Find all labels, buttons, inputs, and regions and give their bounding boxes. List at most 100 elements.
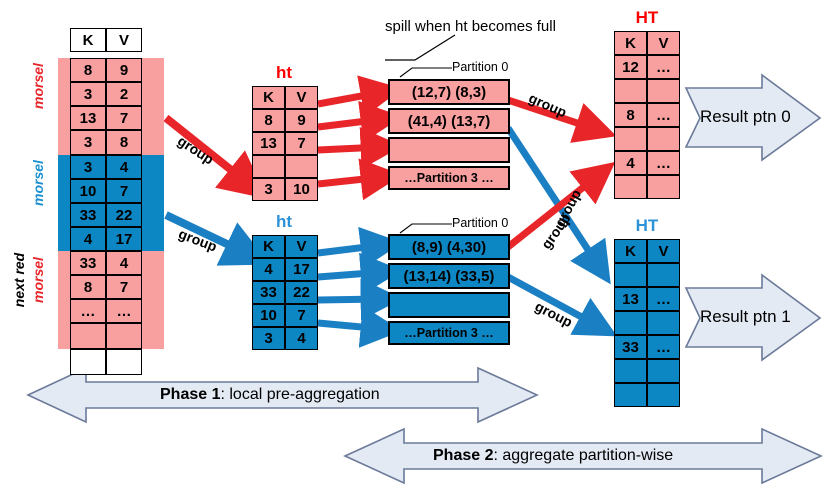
input-row-8-k: 33 bbox=[70, 251, 106, 275]
phase-2-label: Phase 2: aggregate partition-wise bbox=[433, 447, 673, 465]
HT-red-row-3-v bbox=[647, 127, 680, 151]
input-row-9-v: 7 bbox=[106, 275, 142, 299]
HT-blue-row-2-k bbox=[614, 311, 647, 335]
blue-partition-bar-1: (13,14) (33,5) bbox=[388, 263, 510, 289]
HT-red-row-0-k: 12 bbox=[614, 55, 647, 79]
group-label-3: group bbox=[526, 89, 570, 121]
ht-blue-row-3-v: 4 bbox=[285, 327, 318, 350]
HT-red-row-2-k: 8 bbox=[614, 103, 647, 127]
input-row-10-v: … bbox=[106, 299, 142, 323]
arrows-red-ht-to-partitions bbox=[317, 75, 403, 201]
input-row-4-v: 4 bbox=[106, 155, 142, 179]
HT-blue-row-3-k: 33 bbox=[614, 335, 647, 359]
ht-red-row-0-v: 9 bbox=[285, 109, 318, 132]
HT-blue-row-1-k: 13 bbox=[614, 287, 647, 311]
partition0-red-label: Partition 0 bbox=[452, 60, 509, 74]
spill-leader-line bbox=[385, 34, 456, 61]
HT-red-row-1-k bbox=[614, 79, 647, 103]
morsel-label-red-1: morsel bbox=[30, 63, 46, 109]
phase-1-label: Phase 1: local pre-aggregation bbox=[160, 386, 380, 404]
input-row-3-k: 3 bbox=[70, 130, 106, 155]
arrows-blue-ht-to-partitions bbox=[317, 226, 403, 348]
phase-2-rest: : aggregate partition-wise bbox=[493, 447, 674, 464]
blue-partition-bar-2 bbox=[388, 292, 510, 318]
input-row-11-v bbox=[106, 323, 142, 349]
ht-blue-header-v: V bbox=[285, 235, 318, 258]
ht-blue-row-2-k: 10 bbox=[252, 304, 285, 327]
blue-partition-bar-3: …Partition 3 … bbox=[388, 321, 510, 345]
input-row-tail-v bbox=[106, 349, 142, 375]
ht-blue-row-3-k: 3 bbox=[252, 327, 285, 350]
HT-blue-row-5-k bbox=[614, 383, 647, 407]
morsel-label-blue: morsel bbox=[30, 160, 46, 206]
input-row-7-v: 17 bbox=[106, 227, 142, 251]
ht-blue-row-0-v: 17 bbox=[285, 258, 318, 281]
HT-red-row-5-v bbox=[647, 175, 680, 199]
HT-red-row-1-v bbox=[647, 79, 680, 103]
red-partition-bar-2 bbox=[388, 137, 510, 163]
group-label-5: group bbox=[537, 210, 574, 252]
input-morsel-table: K V 8 9 3 2 13 7 3 8 3 4 10 7 33 22 4 17… bbox=[58, 28, 164, 383]
ht-red-row-0-k: 8 bbox=[252, 109, 285, 132]
ht-red-row-1-k: 13 bbox=[252, 132, 285, 155]
partition0-red-leader bbox=[399, 67, 452, 78]
input-row-4-k: 3 bbox=[70, 155, 106, 179]
HT-blue-row-2-v bbox=[647, 311, 680, 335]
morsel-label-red-2: morsel bbox=[30, 257, 46, 303]
HT-blue-row-4-v bbox=[647, 359, 680, 383]
input-row-10-k: … bbox=[70, 299, 106, 323]
phase-2-bold: Phase 2 bbox=[433, 447, 494, 464]
input-row-1-k: 3 bbox=[70, 82, 106, 106]
HT-blue-row-0-k bbox=[614, 263, 647, 287]
HT-red-row-4-k: 4 bbox=[614, 151, 647, 175]
ht-blue-row-0-k: 4 bbox=[252, 258, 285, 281]
input-row-6-k: 33 bbox=[70, 203, 106, 227]
HT-blue-title: HT bbox=[635, 216, 659, 235]
HT-blue-row-4-k bbox=[614, 359, 647, 383]
HT-blue-header-v: V bbox=[647, 239, 680, 263]
HT-blue-header-k: K bbox=[614, 239, 647, 263]
result-ptn-0-label: Result ptn 0 bbox=[700, 107, 791, 126]
next-red-label: next red bbox=[11, 252, 27, 308]
phase-1-rest: : local pre-aggregation bbox=[220, 386, 380, 403]
input-row-2-k: 13 bbox=[70, 106, 106, 130]
HT-red-row-0-v: … bbox=[647, 55, 680, 79]
input-row-5-k: 10 bbox=[70, 179, 106, 203]
input-row-11-k bbox=[70, 323, 106, 349]
group-label-1: group bbox=[174, 132, 217, 168]
ht-blue-row-1-k: 33 bbox=[252, 281, 285, 304]
red-partition-bar-0: (12,7) (8,3) bbox=[388, 79, 510, 105]
input-header-v: V bbox=[106, 28, 142, 52]
HT-red-header-v: V bbox=[647, 31, 680, 55]
ht-blue-header-k: K bbox=[252, 235, 285, 258]
spill-note: spill when ht becomes full bbox=[385, 18, 556, 35]
input-header-k: K bbox=[70, 28, 106, 52]
input-row-5-v: 7 bbox=[106, 179, 142, 203]
group-label-2: group bbox=[176, 225, 220, 255]
HT-red-title: HT bbox=[635, 8, 659, 27]
HT-blue-row-0-v bbox=[647, 263, 680, 287]
ht-red-title: ht bbox=[275, 63, 293, 82]
ht-red-row-3-k: 3 bbox=[252, 178, 285, 201]
input-row-0-k: 8 bbox=[70, 58, 106, 82]
result-ptn-1-label: Result ptn 1 bbox=[700, 307, 791, 326]
HT-blue-row-5-v bbox=[647, 383, 680, 407]
blue-partition-bar-0: (8,9) (4,30) bbox=[388, 234, 510, 260]
HT-blue-row-1-v: … bbox=[647, 287, 680, 311]
ht-red-header-k: K bbox=[252, 86, 285, 109]
HT-red-row-3-k bbox=[614, 127, 647, 151]
red-partition-bar-1: (41,4) (13,7) bbox=[388, 108, 510, 134]
phase-1-bold: Phase 1 bbox=[160, 386, 221, 403]
partition0-blue-leader bbox=[399, 223, 452, 234]
HT-blue-row-3-v: … bbox=[647, 335, 680, 359]
input-row-8-v: 4 bbox=[106, 251, 142, 275]
ht-red-row-3-v: 10 bbox=[285, 178, 318, 201]
input-row-2-v: 7 bbox=[106, 106, 142, 130]
HT-red-header-k: K bbox=[614, 31, 647, 55]
input-row-9-k: 8 bbox=[70, 275, 106, 299]
ht-red-row-1-v: 7 bbox=[285, 132, 318, 155]
group-label-6: group bbox=[532, 297, 576, 331]
HT-red-row-5-k bbox=[614, 175, 647, 199]
HT-red-row-4-v: … bbox=[647, 151, 680, 175]
